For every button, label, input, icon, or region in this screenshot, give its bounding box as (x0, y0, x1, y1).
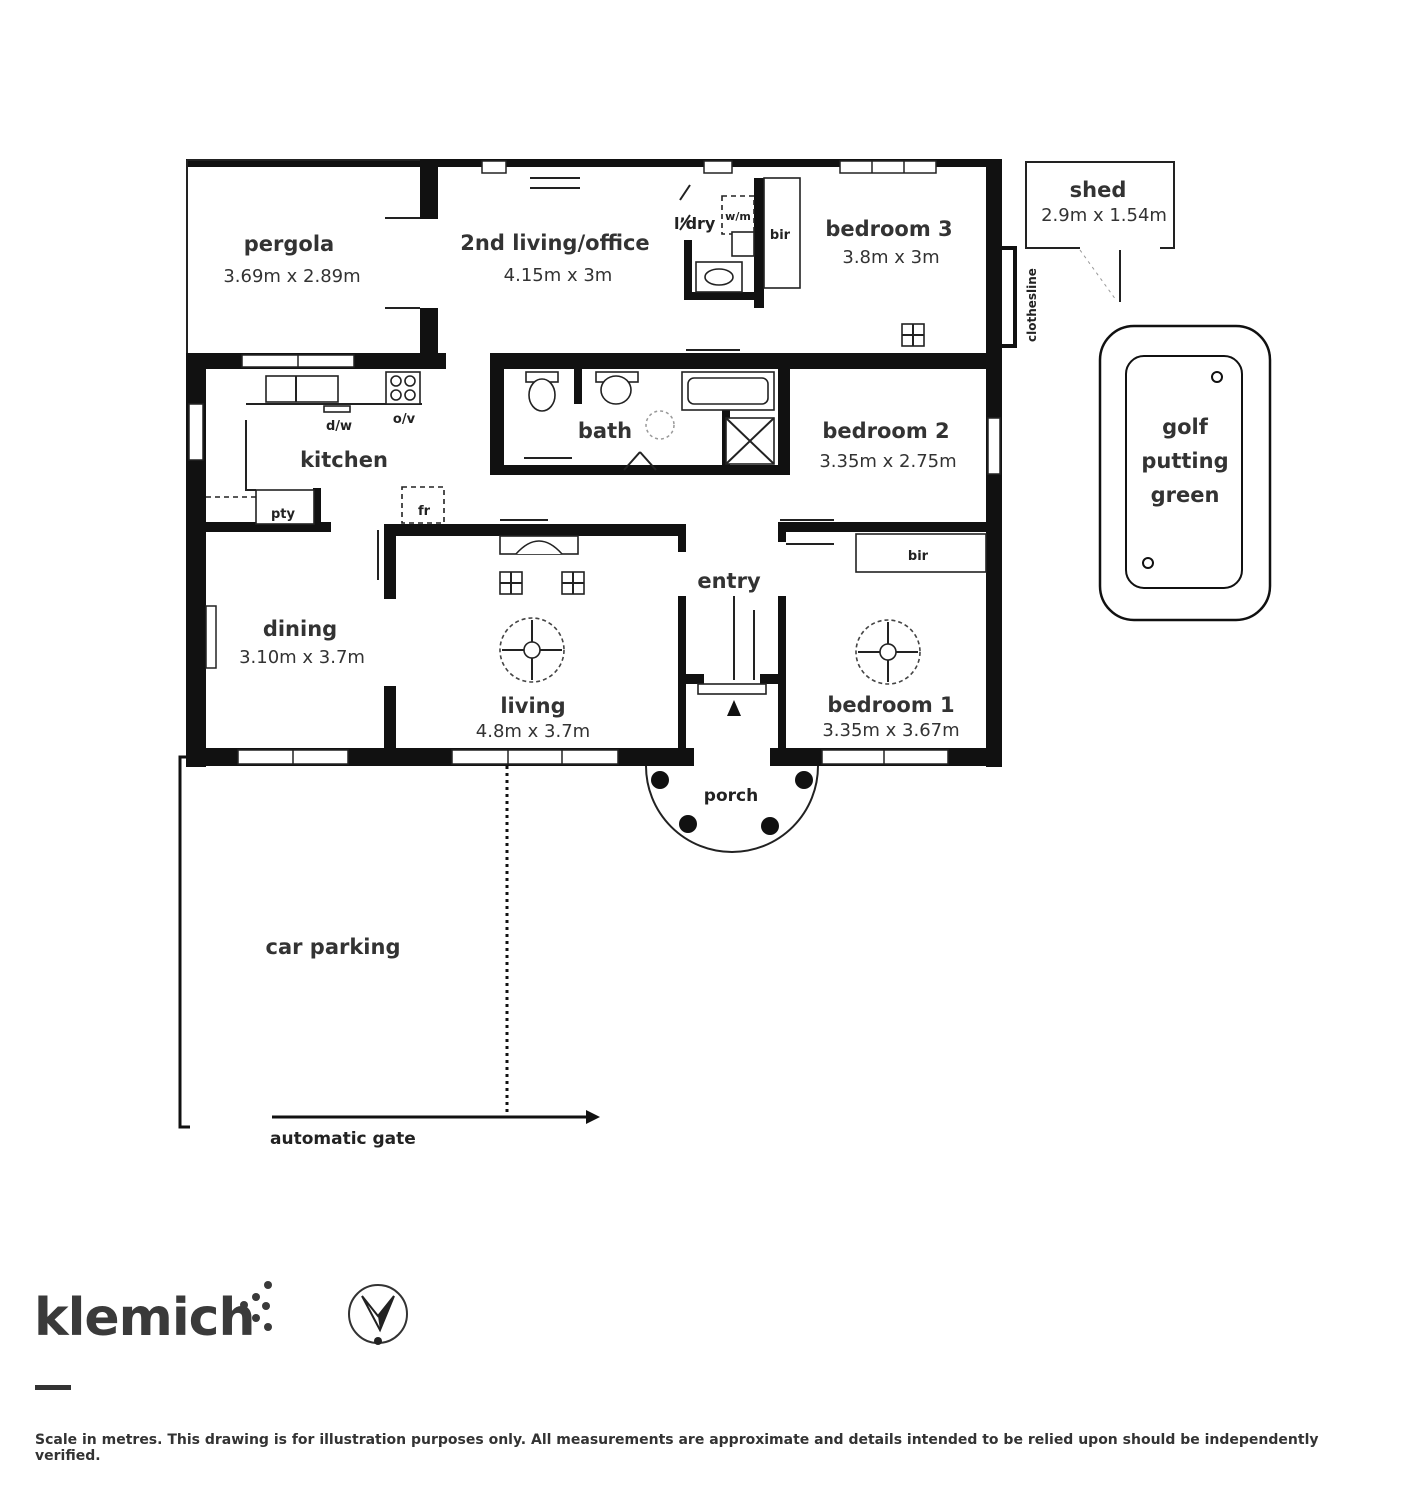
automatic-gate-label: automatic gate (270, 1129, 416, 1149)
pergola-label: pergola (244, 232, 334, 256)
car-parking (178, 755, 600, 1129)
windows (188, 160, 1001, 765)
entry-label: entry (697, 569, 761, 593)
bedroom3-label: bedroom 3 (825, 217, 952, 241)
golf-label-line1: golf (1162, 415, 1209, 439)
bedroom2-dims: 3.35m x 2.75m (819, 451, 956, 472)
ceiling-fan-living (499, 617, 565, 683)
kitchen-label: kitchen (300, 448, 388, 472)
golf-label-line2: putting (1141, 449, 1228, 473)
bedroom1-dims: 3.35m x 3.67m (822, 720, 959, 741)
dishwasher-label: d/w (326, 419, 352, 434)
door-marks (377, 177, 834, 580)
second-living-dims: 4.15m x 3m (504, 265, 613, 286)
golf-putting-green (1098, 324, 1272, 622)
golf-label-line3: green (1151, 483, 1220, 507)
clothesline-label: clothesline (1025, 268, 1039, 342)
shed (1025, 161, 1175, 302)
shed-label: shed (1070, 178, 1127, 202)
brand-logo: klemich (34, 1288, 256, 1348)
oven-label: o/v (393, 412, 416, 427)
pantry-label: pty (271, 507, 296, 522)
bedroom3-fixture (901, 323, 925, 347)
car-parking-label: car parking (266, 935, 401, 959)
logo-dots-icon (240, 1281, 272, 1331)
interior-walls (186, 159, 1002, 766)
living-fixtures (499, 535, 585, 683)
gate-arrow-icon (586, 1110, 600, 1124)
living-label: living (500, 694, 565, 718)
bath-fixtures (525, 371, 775, 465)
dining-dims: 3.10m x 3.7m (239, 647, 365, 668)
entry-details (697, 596, 767, 716)
laundry-label: l’dry (674, 214, 716, 233)
porch (645, 765, 819, 853)
dining-label: dining (263, 617, 337, 641)
clothesline (1002, 246, 1017, 348)
washer-label: w/m (725, 210, 751, 223)
pergola-dims: 3.69m x 2.89m (223, 266, 360, 287)
divider (35, 1385, 71, 1390)
second-living-label: 2nd living/office (460, 231, 649, 255)
porch-label: porch (704, 786, 758, 806)
bedroom2-label: bedroom 2 (822, 419, 949, 443)
kitchen-fixtures (206, 195, 755, 525)
bir-bedroom1-label: bir (908, 549, 929, 564)
footer-disclaimer: Scale in metres. This drawing is for ill… (35, 1432, 1319, 1464)
ceiling-fan-bedroom1 (855, 619, 921, 685)
bir-bedroom3-label: bir (770, 228, 791, 243)
north-compass-icon (348, 1284, 408, 1345)
pergola-outline (186, 159, 420, 355)
fridge-label: fr (418, 504, 431, 519)
entry-arrow-icon (727, 700, 741, 716)
bedroom3-dims: 3.8m x 3m (842, 247, 939, 268)
shed-dims: 2.9m x 1.54m (1041, 205, 1167, 226)
living-dims: 4.8m x 3.7m (476, 721, 590, 742)
bath-label: bath (578, 419, 632, 443)
bedroom1-label: bedroom 1 (827, 693, 954, 717)
